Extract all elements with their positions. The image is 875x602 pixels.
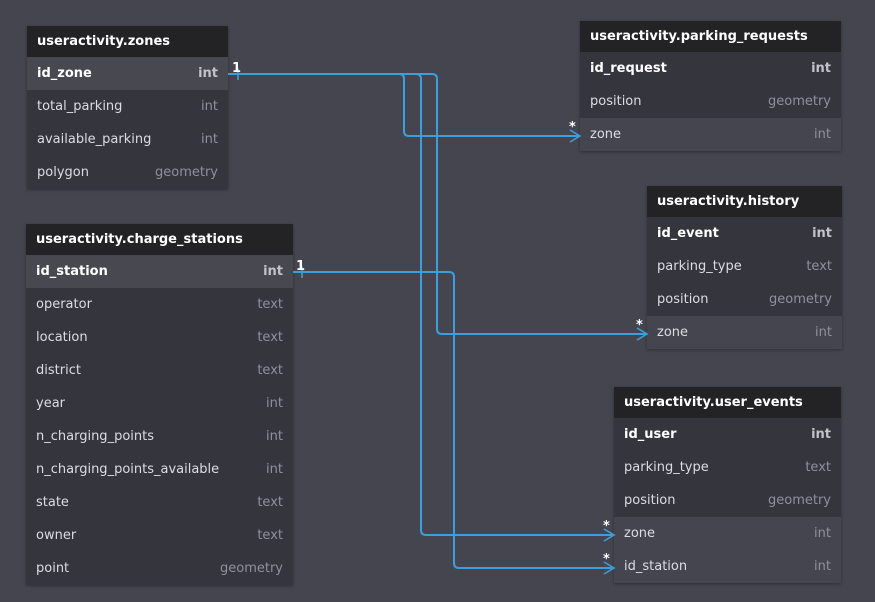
- column-name: id_station: [624, 559, 688, 574]
- cardinality-label-parking-requests-many: *: [569, 120, 576, 135]
- column-name: state: [36, 495, 69, 510]
- column-type: int: [266, 396, 283, 411]
- column-row-id-zone[interactable]: id_zone int: [27, 57, 228, 90]
- column-type: geometry: [219, 561, 283, 576]
- column-name: position: [624, 493, 676, 508]
- column-name: n_charging_points: [36, 429, 154, 444]
- column-row-n-charging-points-available[interactable]: n_charging_points_available int: [26, 453, 293, 486]
- column-name: point: [36, 561, 70, 576]
- column-type: int: [814, 127, 831, 142]
- table-user-events[interactable]: useractivity.user_events id_user int par…: [614, 387, 841, 583]
- column-type: int: [811, 61, 831, 76]
- table-title[interactable]: useractivity.charge_stations: [26, 224, 293, 255]
- column-type: int: [815, 325, 832, 340]
- column-name: available_parking: [37, 132, 152, 147]
- column-type: int: [266, 429, 283, 444]
- column-type: text: [257, 528, 283, 543]
- column-row-point[interactable]: point geometry: [26, 552, 293, 585]
- column-row-zone[interactable]: zone int: [647, 316, 842, 349]
- column-type: text: [806, 259, 832, 274]
- column-name: id_user: [624, 427, 677, 442]
- column-type: int: [812, 226, 832, 241]
- column-type: text: [257, 495, 283, 510]
- column-name: parking_type: [624, 460, 709, 475]
- column-row-year[interactable]: year int: [26, 387, 293, 420]
- column-type: geometry: [154, 165, 218, 180]
- column-type: text: [257, 363, 283, 378]
- column-row-id-station[interactable]: id_station int: [614, 550, 841, 583]
- cardinality-label-history-many: *: [636, 318, 643, 333]
- column-type: int: [266, 462, 283, 477]
- column-row-id-request[interactable]: id_request int: [580, 52, 841, 85]
- column-row-position[interactable]: position geometry: [580, 85, 841, 118]
- column-name: id_event: [657, 226, 719, 241]
- column-type: int: [201, 132, 218, 147]
- column-name: operator: [36, 297, 92, 312]
- column-row-parking-type[interactable]: parking_type text: [647, 250, 842, 283]
- column-name: owner: [36, 528, 77, 543]
- column-name: position: [590, 94, 642, 109]
- column-row-location[interactable]: location text: [26, 321, 293, 354]
- column-row-id-station[interactable]: id_station int: [26, 255, 293, 288]
- cardinality-label-stations-one: 1: [296, 259, 306, 274]
- column-name: id_request: [590, 61, 667, 76]
- column-type: geometry: [767, 493, 831, 508]
- column-row-polygon[interactable]: polygon geometry: [27, 156, 228, 189]
- table-charge-stations[interactable]: useractivity.charge_stations id_station …: [26, 224, 293, 585]
- table-history[interactable]: useractivity.history id_event int parkin…: [647, 186, 842, 349]
- column-name: total_parking: [37, 99, 123, 114]
- column-name: zone: [657, 325, 689, 340]
- relation-line-zones-parking-requests[interactable]: [228, 73, 580, 137]
- column-name: position: [657, 292, 709, 307]
- relation-line-stations-user-events[interactable]: [293, 271, 614, 569]
- table-title[interactable]: useractivity.parking_requests: [580, 21, 841, 52]
- column-row-zone[interactable]: zone int: [580, 118, 841, 151]
- column-type: int: [814, 559, 831, 574]
- cardinality-label-zones-one: 1: [232, 61, 242, 76]
- column-name: polygon: [37, 165, 89, 180]
- table-parking-requests[interactable]: useractivity.parking_requests id_request…: [580, 21, 841, 151]
- column-row-id-event[interactable]: id_event int: [647, 217, 842, 250]
- column-type: int: [263, 264, 283, 279]
- column-type: text: [805, 460, 831, 475]
- column-type: int: [198, 66, 218, 81]
- column-row-parking-type[interactable]: parking_type text: [614, 451, 841, 484]
- column-name: id_station: [36, 264, 108, 279]
- column-row-total-parking[interactable]: total_parking int: [27, 90, 228, 123]
- column-name: district: [36, 363, 81, 378]
- cardinality-label-user-events-zone-many: *: [603, 519, 610, 534]
- column-row-available-parking[interactable]: available_parking int: [27, 123, 228, 156]
- column-name: id_zone: [37, 66, 92, 81]
- column-type: geometry: [768, 292, 832, 307]
- column-type: int: [814, 526, 831, 541]
- column-type: int: [201, 99, 218, 114]
- table-title[interactable]: useractivity.zones: [27, 26, 228, 57]
- column-type: int: [811, 427, 831, 442]
- column-name: n_charging_points_available: [36, 462, 220, 477]
- column-row-id-user[interactable]: id_user int: [614, 418, 841, 451]
- column-type: geometry: [767, 94, 831, 109]
- column-name: zone: [590, 127, 622, 142]
- column-row-position[interactable]: position geometry: [647, 283, 842, 316]
- cardinality-label-user-events-station-many: *: [603, 552, 610, 567]
- column-row-state[interactable]: state text: [26, 486, 293, 519]
- column-name: parking_type: [657, 259, 742, 274]
- column-name: location: [36, 330, 88, 345]
- column-row-operator[interactable]: operator text: [26, 288, 293, 321]
- column-type: text: [257, 297, 283, 312]
- column-type: text: [257, 330, 283, 345]
- table-zones[interactable]: useractivity.zones id_zone int total_par…: [27, 26, 228, 189]
- column-name: year: [36, 396, 66, 411]
- table-title[interactable]: useractivity.user_events: [614, 387, 841, 418]
- column-name: zone: [624, 526, 656, 541]
- table-title[interactable]: useractivity.history: [647, 186, 842, 217]
- column-row-zone[interactable]: zone int: [614, 517, 841, 550]
- column-row-owner[interactable]: owner text: [26, 519, 293, 552]
- column-row-position[interactable]: position geometry: [614, 484, 841, 517]
- column-row-district[interactable]: district text: [26, 354, 293, 387]
- column-row-n-charging-points[interactable]: n_charging_points int: [26, 420, 293, 453]
